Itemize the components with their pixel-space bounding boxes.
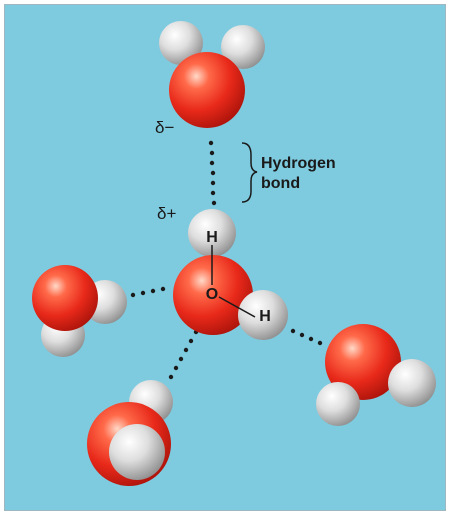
water-molecule-right [316, 324, 436, 426]
atom-label-o: O [206, 286, 218, 303]
water-molecule-top [159, 21, 265, 128]
bond-o-h-diagonal [218, 296, 256, 318]
hydrogen-bond-label-line1: Hydrogen [261, 155, 336, 172]
bond-left [130, 286, 166, 298]
hydrogen-bond-lines [130, 140, 323, 380]
hydrogen-atom [316, 382, 360, 426]
oxygen-atom [169, 52, 245, 128]
atom-label-h-right: H [259, 308, 271, 325]
hydrogen-atom-right [238, 290, 288, 340]
bond-right [290, 328, 323, 346]
hydrogen-atom [109, 424, 165, 480]
delta-plus-label: δ+ [157, 204, 176, 223]
atom-label-h-top: H [206, 229, 218, 246]
hydrogen-atom [388, 359, 436, 407]
hydrogen-bond-bracket [241, 142, 258, 203]
oxygen-atom [32, 265, 98, 331]
delta-minus-label: δ− [155, 118, 174, 137]
diagram-frame: H O H δ− δ+ Hydrogen bond [4, 4, 446, 511]
oxygen-atom-center [173, 255, 253, 335]
water-hydrogen-bond-diagram: H O H δ− δ+ Hydrogen bond [32, 21, 436, 486]
hydrogen-atom [221, 25, 265, 69]
oxygen-atom [325, 324, 401, 400]
hydrogen-atom [159, 21, 203, 65]
water-molecule-bottom [87, 380, 173, 486]
hydrogen-bond-label-line2: bond [261, 175, 300, 192]
water-molecule-left [32, 265, 127, 357]
water-molecule-center [173, 209, 288, 340]
bond-top [208, 140, 217, 206]
hydrogen-atom-top [188, 209, 236, 257]
